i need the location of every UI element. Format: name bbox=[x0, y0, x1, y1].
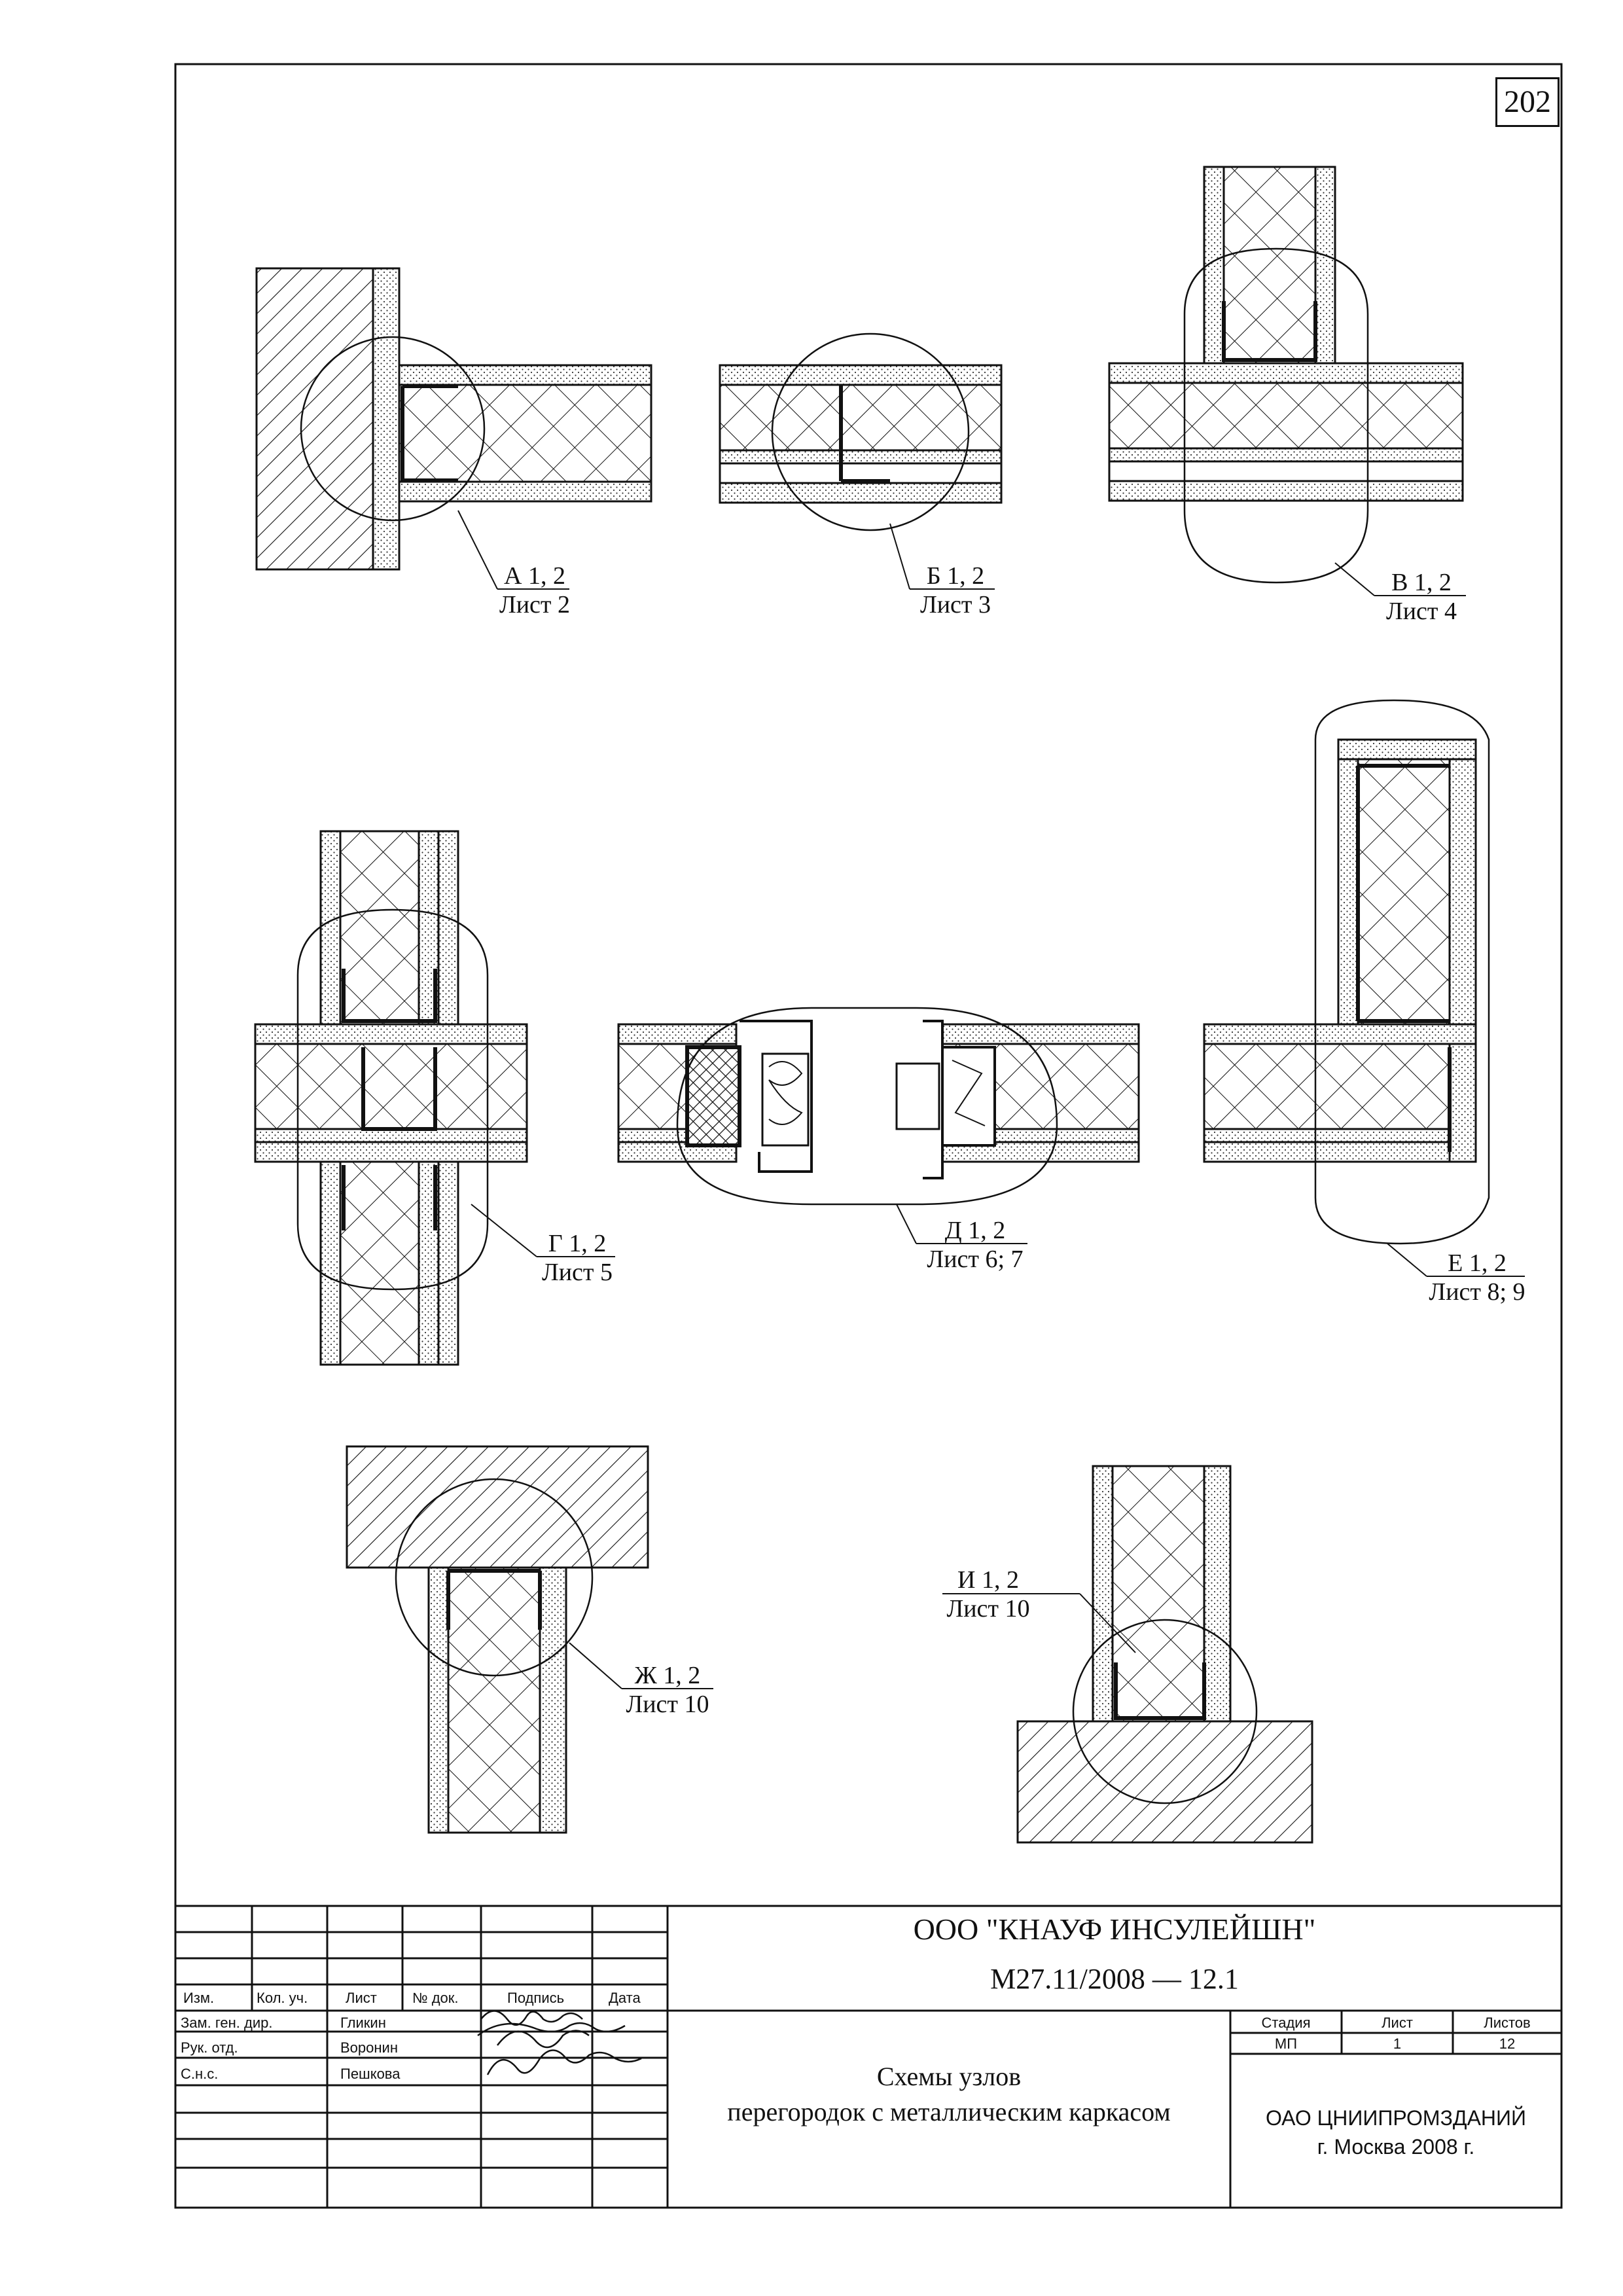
role-2: Рук. отд. bbox=[181, 2039, 238, 2056]
sheets-value: 12 bbox=[1499, 2036, 1516, 2052]
header-izm: Изм. bbox=[183, 1990, 215, 2006]
sheet-number: 202 bbox=[1495, 77, 1560, 127]
node-sheet: Лист 3 bbox=[919, 591, 991, 619]
company-name: ООО "КНАУФ ИНСУЛЕЙШН" bbox=[913, 1912, 1316, 1946]
sheets-header: Листов bbox=[1484, 2015, 1531, 2031]
name-1: Гликин bbox=[340, 2015, 386, 2031]
node-g-drawing bbox=[254, 830, 537, 1366]
header-date: Дата bbox=[609, 1990, 641, 2006]
document-code: М27.11/2008 — 12.1 bbox=[990, 1963, 1239, 1995]
node-e-drawing bbox=[1203, 699, 1490, 1277]
stage-value: МП bbox=[1274, 2036, 1298, 2052]
node-code: Д 1, 2 bbox=[944, 1217, 1006, 1244]
node-a-drawing bbox=[255, 267, 652, 590]
header-list: Лист bbox=[346, 1990, 377, 2006]
node-code: Е 1, 2 bbox=[1448, 1249, 1507, 1277]
node-label-i: И 1, 2 Лист 10 bbox=[942, 1566, 1034, 1623]
node-code: Г 1, 2 bbox=[548, 1230, 607, 1257]
sheet-value: 1 bbox=[1393, 2036, 1402, 2052]
node-label-g: Г 1, 2 Лист 5 bbox=[538, 1229, 616, 1287]
node-d-drawing bbox=[617, 1007, 1140, 1244]
node-label-b: Б 1, 2 Лист 3 bbox=[913, 562, 998, 619]
node-label-zh: Ж 1, 2 Лист 10 bbox=[622, 1661, 713, 1719]
organization: ОАО ЦНИИПРОМЗДАНИЙ bbox=[1265, 2106, 1527, 2130]
node-code: В 1, 2 bbox=[1391, 569, 1452, 596]
node-sheet: Лист 10 bbox=[946, 1595, 1030, 1623]
node-sheet: Лист 10 bbox=[626, 1691, 709, 1718]
node-b-drawing bbox=[719, 332, 1003, 590]
name-2: Воронин bbox=[340, 2039, 398, 2056]
node-code: И 1, 2 bbox=[957, 1566, 1019, 1594]
node-label-v: В 1, 2 Лист 4 bbox=[1376, 568, 1467, 626]
header-kol-uch: Кол. уч. bbox=[257, 1990, 308, 2006]
node-sheet: Лист 5 bbox=[541, 1259, 613, 1286]
node-i-drawing bbox=[1016, 1465, 1313, 1844]
title-block-grid bbox=[175, 1905, 1561, 2208]
drawing-title-line1: Схемы узлов bbox=[876, 2062, 1022, 2091]
city-year: г. Москва 2008 г. bbox=[1317, 2135, 1475, 2159]
page-frame bbox=[174, 63, 1563, 2209]
sheet-header: Лист bbox=[1382, 2015, 1413, 2031]
node-label-a: А 1, 2 Лист 2 bbox=[499, 562, 571, 619]
role-1: Зам. ген. дир. bbox=[181, 2015, 273, 2031]
role-3: С.н.с. bbox=[181, 2066, 219, 2082]
drawing-title-line2: перегородок с металлическим каркасом bbox=[727, 2097, 1171, 2126]
node-sheet: Лист 6; 7 bbox=[927, 1246, 1024, 1273]
node-zh-drawing bbox=[346, 1445, 649, 1834]
node-sheet: Лист 8; 9 bbox=[1429, 1278, 1525, 1306]
node-v-drawing bbox=[1108, 166, 1464, 596]
name-3: Пешкова bbox=[340, 2066, 401, 2082]
node-code: Ж 1, 2 bbox=[634, 1662, 701, 1689]
node-code: А 1, 2 bbox=[504, 562, 565, 590]
node-label-e: Е 1, 2 Лист 8; 9 bbox=[1421, 1249, 1533, 1306]
node-sheet: Лист 2 bbox=[499, 591, 571, 619]
header-doc-no: № док. bbox=[412, 1990, 459, 2006]
node-code: Б 1, 2 bbox=[926, 562, 985, 590]
stage-header: Стадия bbox=[1261, 2015, 1311, 2031]
node-label-d: Д 1, 2 Лист 6; 7 bbox=[919, 1216, 1031, 1274]
header-signature: Подпись bbox=[507, 1990, 565, 2006]
node-sheet: Лист 4 bbox=[1385, 598, 1457, 625]
